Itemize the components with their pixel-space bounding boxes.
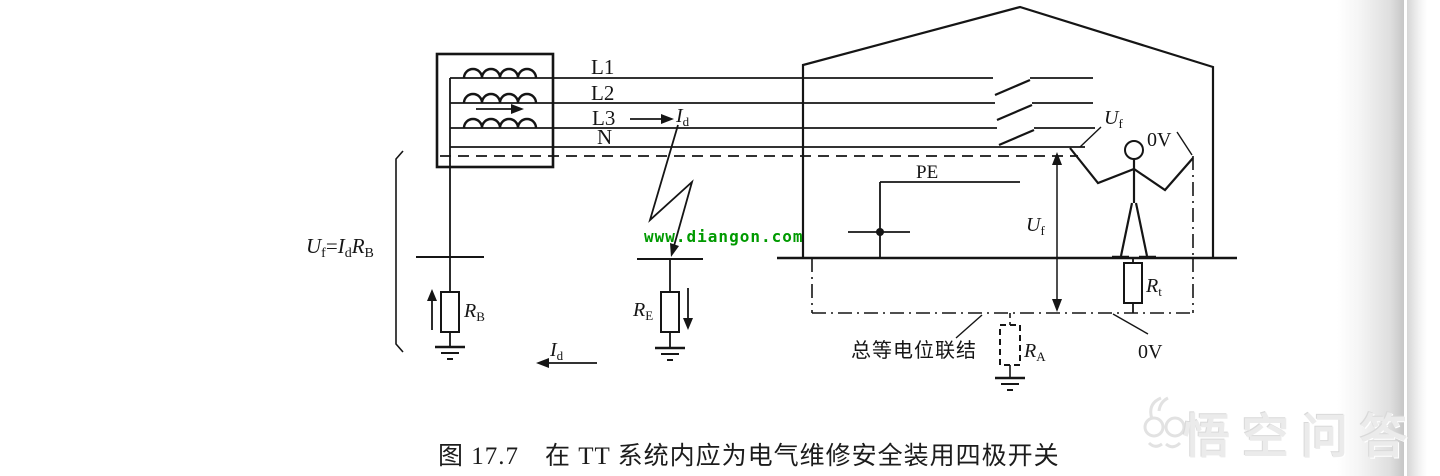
resistor-RB — [440, 291, 460, 333]
current-direction-arrow-head — [511, 104, 524, 114]
site-watermark: www.diangon.com — [644, 227, 804, 246]
three-pole-switch — [994, 77, 1095, 147]
label-0V-bottom: 0V — [1138, 341, 1163, 363]
standing-surface-resistance-Rt — [1123, 258, 1143, 313]
building-outline — [801, 5, 1215, 258]
label-RE: RE — [632, 299, 653, 323]
transformer-box — [435, 52, 555, 169]
label-RA: RA — [1023, 340, 1046, 364]
switch-blade-L2 — [996, 103, 1033, 122]
person-legs — [1119, 202, 1149, 257]
measure-arrow-down-head — [1052, 299, 1062, 312]
touch-voltage-measure: Uf — [1026, 152, 1062, 312]
label-PE: PE — [916, 162, 938, 183]
lightning-arrow-head — [670, 243, 679, 257]
label-L1: L1 — [591, 55, 614, 79]
winding-coil-1 — [462, 67, 538, 79]
page-edge-shadow-outer — [1407, 0, 1427, 476]
switch-blade-L3 — [998, 128, 1035, 147]
pe-junction-dot — [876, 228, 884, 236]
person-head — [1124, 140, 1144, 160]
label-RB: RB — [463, 300, 485, 324]
label-Rt: Rt — [1145, 275, 1162, 299]
label-L2: L2 — [591, 81, 614, 105]
earth-symbol-RB — [435, 345, 465, 360]
pe-conductor — [848, 181, 1020, 258]
earth-symbol-RE — [655, 346, 685, 361]
label-Uf-touch: Uf — [1104, 107, 1123, 131]
return-current-arrow: Id — [536, 339, 597, 368]
return-current-arrow-head — [536, 358, 549, 368]
Uf-pointer-line — [1079, 126, 1102, 148]
page-edge-gap — [1404, 0, 1407, 476]
voltage-rise-arrow-head — [427, 289, 437, 301]
zero-volt-pointer-line-bottom — [1112, 313, 1149, 335]
measure-arrow-up-head — [1052, 152, 1062, 165]
label-0V-top: 0V — [1147, 129, 1172, 151]
label-N: N — [597, 125, 612, 149]
fault-current-label: Id — [675, 105, 690, 129]
current-down-arrow-head — [683, 318, 693, 330]
zero-volt-pointer-line-top — [1176, 131, 1193, 156]
system-earthing-RB — [416, 256, 484, 360]
label-Uf-measure: Uf — [1026, 214, 1045, 238]
lightning-fault-icon — [648, 124, 694, 247]
touch-voltage-formula: Uf=IdRB — [306, 234, 374, 261]
resistor-RA-dashed — [999, 324, 1021, 366]
fault-earthing-RE — [637, 258, 703, 361]
label-L3: L3 — [592, 106, 615, 130]
resistor-Rt — [1123, 262, 1143, 304]
line-labels: L1 L2 L3 N — [591, 55, 615, 149]
person-figure — [1069, 140, 1194, 259]
label-bonding: 总等电位联结 — [851, 339, 977, 362]
earth-fault: Id — [630, 105, 694, 257]
installation-earthing-RA — [995, 313, 1025, 391]
bonding-pointer-line — [955, 314, 983, 339]
equipotential-bonding-loop — [811, 156, 1194, 314]
brand-watermark: 悟空问答 — [1183, 410, 1419, 463]
winding-coil-3 — [462, 117, 538, 129]
monkey-logo-icon — [1143, 396, 1186, 449]
fault-current-arrow-head — [661, 114, 674, 124]
person-arms — [1069, 147, 1194, 192]
resistor-RE — [660, 291, 680, 333]
formula-brace — [395, 150, 404, 353]
page-edge-shadow — [1337, 0, 1404, 476]
return-current-label: Id — [549, 339, 564, 363]
earth-symbol-RA — [995, 376, 1025, 391]
figure-caption: 图 17.7 在 TT 系统内应为电气维修安全装用四极开关 — [438, 443, 1060, 470]
distribution-lines — [440, 77, 1095, 157]
winding-coil-2 — [462, 92, 538, 104]
switch-blade-L1 — [994, 78, 1031, 97]
